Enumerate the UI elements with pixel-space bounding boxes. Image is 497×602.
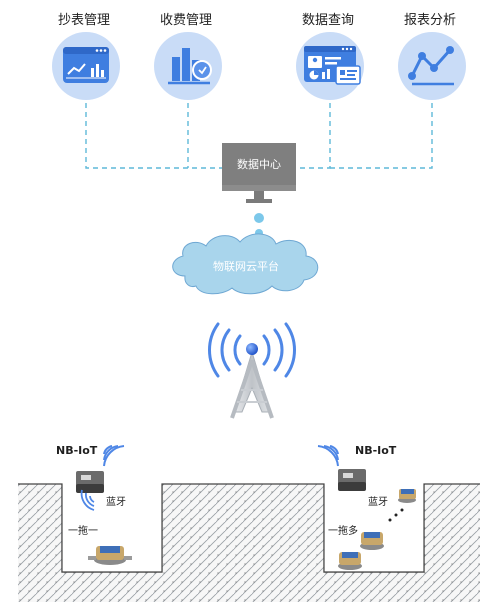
signal-tower-icon xyxy=(208,322,296,419)
right-bluetooth-label: 蓝牙 xyxy=(368,497,388,508)
continuation-dots xyxy=(388,508,404,522)
cloud-icon xyxy=(172,233,319,295)
billing-bar-chart-icon xyxy=(154,32,222,100)
data-query-screen-icon xyxy=(296,32,364,100)
wifi-signal-icon xyxy=(317,445,339,467)
module-label-billing: 收费管理 xyxy=(160,13,213,28)
meter-reading-dashboard-icon xyxy=(52,32,120,100)
nb-iot-module-icon xyxy=(338,469,366,491)
module-label-meter-reading: 抄表管理 xyxy=(58,13,111,28)
module-label-report: 报表分析 xyxy=(404,13,457,28)
right-site xyxy=(317,445,416,570)
report-line-chart-icon xyxy=(398,32,466,100)
left-mode-label: 一拖一 xyxy=(68,526,98,537)
right-network-label: NB-IoT xyxy=(355,444,397,457)
left-bluetooth-label: 蓝牙 xyxy=(106,497,126,508)
right-mode-label: 一拖多 xyxy=(328,526,358,537)
water-meter-icon xyxy=(88,546,132,565)
data-center-label: 数据中心 xyxy=(237,158,281,171)
wifi-signal-icon xyxy=(103,445,125,467)
water-meter-icon xyxy=(398,489,416,503)
ground-cross-section xyxy=(18,483,480,602)
module-label-data-query: 数据查询 xyxy=(302,13,355,28)
bluetooth-signal-icon xyxy=(80,489,95,511)
water-meter-icon xyxy=(360,532,384,550)
connector-dot xyxy=(254,213,264,223)
cloud-label: 物联网云平台 xyxy=(213,260,279,273)
nb-iot-module-icon xyxy=(76,471,104,493)
left-site xyxy=(76,445,132,565)
water-meter-icon xyxy=(338,552,362,570)
dashed-connection-lines xyxy=(85,103,433,169)
left-network-label: NB-IoT xyxy=(56,444,98,457)
monitor-icon xyxy=(222,143,296,203)
